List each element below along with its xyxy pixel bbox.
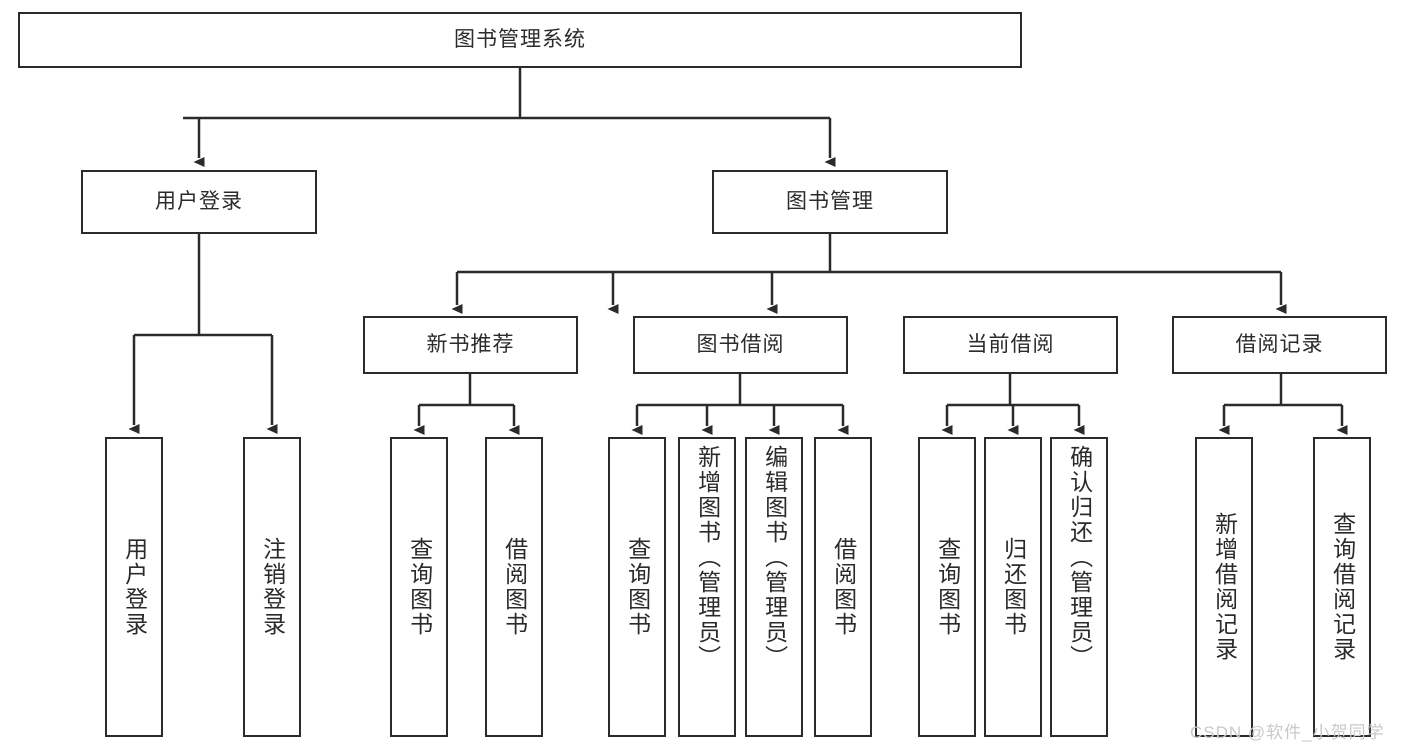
node-root-label: 图书管理系统 bbox=[454, 28, 586, 52]
node-leaf-return-book[interactable]: 归还图书 bbox=[984, 437, 1042, 737]
node-book-borrow[interactable]: 图书借阅 bbox=[633, 316, 848, 374]
node-current-borrow-label: 当前借阅 bbox=[966, 333, 1055, 357]
node-leaf-logout[interactable]: 注销登录 bbox=[243, 437, 301, 737]
node-leaf-confirm-return[interactable]: 确认归还（管理员） bbox=[1050, 437, 1108, 737]
node-leaf-query-book-1[interactable]: 查询图书 bbox=[390, 437, 448, 737]
node-borrow-record-label: 借阅记录 bbox=[1235, 333, 1324, 357]
node-leaf-borrow-book-2[interactable]: 借阅图书 bbox=[814, 437, 872, 737]
node-leaf-borrow-book-1[interactable]: 借阅图书 bbox=[485, 437, 543, 737]
node-leaf-borrow-book-2-label: 借阅图书 bbox=[830, 537, 857, 637]
node-book-manage[interactable]: 图书管理 bbox=[712, 170, 948, 234]
watermark-text: CSDN @软件_小贺同学 bbox=[1190, 723, 1385, 742]
node-leaf-edit-book-label: 编辑图书（管理员） bbox=[761, 445, 788, 670]
node-leaf-confirm-return-label: 确认归还（管理员） bbox=[1066, 445, 1093, 670]
node-leaf-query-book-1-label: 查询图书 bbox=[406, 537, 433, 637]
node-leaf-query-book-3[interactable]: 查询图书 bbox=[918, 437, 976, 737]
node-leaf-user-login[interactable]: 用户登录 bbox=[105, 437, 163, 737]
node-book-borrow-label: 图书借阅 bbox=[696, 333, 785, 357]
node-leaf-query-record[interactable]: 查询借阅记录 bbox=[1313, 437, 1371, 737]
node-book-manage-label: 图书管理 bbox=[786, 190, 874, 214]
node-leaf-add-record[interactable]: 新增借阅记录 bbox=[1195, 437, 1253, 737]
node-leaf-add-record-label: 新增借阅记录 bbox=[1211, 512, 1238, 662]
node-user-login[interactable]: 用户登录 bbox=[81, 170, 317, 234]
node-leaf-edit-book[interactable]: 编辑图书（管理员） bbox=[745, 437, 803, 737]
node-borrow-record[interactable]: 借阅记录 bbox=[1172, 316, 1387, 374]
node-current-borrow[interactable]: 当前借阅 bbox=[903, 316, 1118, 374]
node-leaf-query-book-2-label: 查询图书 bbox=[624, 537, 651, 637]
node-leaf-query-book-3-label: 查询图书 bbox=[934, 537, 961, 637]
node-leaf-user-login-label: 用户登录 bbox=[121, 537, 148, 637]
node-leaf-return-book-label: 归还图书 bbox=[1000, 537, 1027, 637]
node-leaf-add-book-label: 新增图书（管理员） bbox=[694, 445, 721, 670]
node-new-book-recommend-label: 新书推荐 bbox=[426, 333, 515, 357]
node-new-book-recommend[interactable]: 新书推荐 bbox=[363, 316, 578, 374]
node-leaf-query-record-label: 查询借阅记录 bbox=[1329, 512, 1356, 662]
node-leaf-query-book-2[interactable]: 查询图书 bbox=[608, 437, 666, 737]
node-root[interactable]: 图书管理系统 bbox=[18, 12, 1022, 68]
node-leaf-logout-label: 注销登录 bbox=[259, 537, 286, 637]
node-user-login-label: 用户登录 bbox=[155, 190, 243, 214]
node-leaf-add-book[interactable]: 新增图书（管理员） bbox=[678, 437, 736, 737]
node-leaf-borrow-book-1-label: 借阅图书 bbox=[501, 537, 528, 637]
